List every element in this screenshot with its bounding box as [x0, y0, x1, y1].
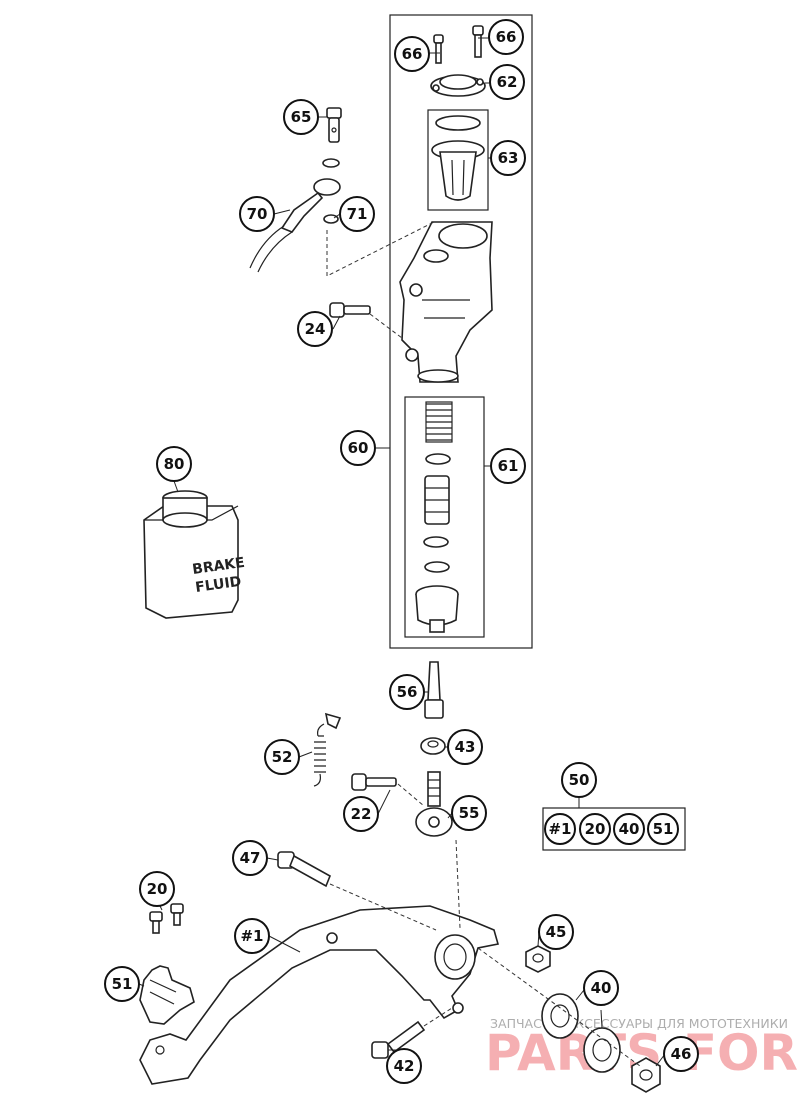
washer-upper: [322, 158, 340, 168]
kit-item-20-label: 20: [585, 820, 606, 838]
reservoir-insert: [431, 115, 485, 201]
piston-seal-1: [425, 453, 451, 465]
kit-item-20: 20: [579, 813, 611, 845]
callout-50: 50: [561, 762, 597, 798]
callout-60-label: 60: [348, 439, 369, 457]
callout-47: 47: [232, 840, 268, 876]
callout-62: 62: [489, 64, 525, 100]
kit-item-pedal-1: #1: [544, 813, 576, 845]
callout-63: 63: [490, 140, 526, 176]
lock-nut-43: [420, 737, 446, 755]
bottle-label-line2: FLUID: [194, 574, 242, 596]
nut-46: [631, 1057, 661, 1093]
callout-24-label: 24: [305, 320, 326, 338]
kit-item-40: 40: [613, 813, 645, 845]
callout-24: 24: [297, 311, 333, 347]
brake-hose: [249, 178, 341, 273]
callout-22: 22: [343, 796, 379, 832]
return-spring: [313, 712, 342, 787]
callout-80-label: 80: [164, 455, 185, 473]
callout-20: 20: [139, 871, 175, 907]
callout-55: 55: [451, 795, 487, 831]
callout-42: 42: [386, 1048, 422, 1084]
callout-45: 45: [538, 914, 574, 950]
callout-71-label: 71: [347, 205, 368, 223]
washer-lower: [323, 214, 339, 224]
brake-pedal: [139, 905, 500, 1085]
callout-50-label: 50: [569, 771, 590, 789]
piston-spring: [425, 401, 453, 443]
kit-item-51: 51: [647, 813, 679, 845]
callout-70: 70: [239, 196, 275, 232]
callout-pedal-1: #1: [234, 918, 270, 954]
bearing-40-a: [541, 993, 579, 1039]
callout-40: 40: [583, 970, 619, 1006]
bolt-42: [371, 1020, 426, 1059]
banjo-bolt: [326, 107, 342, 143]
reservoir-cap: [430, 74, 486, 97]
callout-51-label: 51: [112, 975, 133, 993]
callout-45-label: 45: [546, 923, 567, 941]
master-cylinder-body: [399, 221, 493, 383]
callout-80: 80: [156, 446, 192, 482]
reservoir-frame: [427, 109, 489, 211]
callout-47-label: 47: [240, 849, 261, 867]
piston-kit-frame: [404, 396, 485, 638]
assembly-lines: [326, 221, 641, 1067]
callout-42-label: 42: [394, 1057, 415, 1075]
bottle-label-line1: BRAKE: [191, 555, 245, 578]
brake-step: [139, 965, 195, 1025]
callout-65: 65: [283, 99, 319, 135]
callout-52-label: 52: [272, 748, 293, 766]
clevis-bolt-22: [351, 773, 397, 791]
piston-seal-2: [423, 536, 449, 548]
master-cylinder-group-frame: [389, 14, 533, 649]
kit-item-pedal-1-label: #1: [548, 820, 571, 838]
callout-51: 51: [104, 966, 140, 1002]
callout-46-label: 46: [671, 1045, 692, 1063]
piston-seal-3: [424, 561, 450, 573]
piston-boot: [415, 585, 459, 633]
callout-46: 46: [663, 1036, 699, 1072]
callout-63-label: 63: [498, 149, 519, 167]
callout-22-label: 22: [351, 805, 372, 823]
callout-55-label: 55: [459, 804, 480, 822]
callout-pedal-1-label: #1: [240, 927, 263, 945]
screw-66-right: [472, 25, 484, 58]
callout-61-label: 61: [498, 457, 519, 475]
callout-62-label: 62: [497, 73, 518, 91]
callout-66-left-label: 66: [402, 45, 423, 63]
callout-70-label: 70: [247, 205, 268, 223]
push-rod: [424, 661, 444, 719]
callout-43-label: 43: [455, 738, 476, 756]
callout-43: 43: [447, 729, 483, 765]
step-screws-20: [149, 903, 184, 934]
callout-40-label: 40: [591, 979, 612, 997]
callout-61: 61: [490, 448, 526, 484]
callout-66-right-label: 66: [496, 28, 517, 46]
clevis-55: [415, 771, 453, 837]
piston: [424, 475, 450, 525]
callout-20-label: 20: [147, 880, 168, 898]
callout-65-label: 65: [291, 108, 312, 126]
callout-71: 71: [339, 196, 375, 232]
callout-66-right: 66: [488, 19, 524, 55]
callout-60: 60: [340, 430, 376, 466]
callout-66-left: 66: [394, 36, 430, 72]
callout-52: 52: [264, 739, 300, 775]
callout-56-label: 56: [397, 683, 418, 701]
nut-45: [525, 945, 551, 973]
kit-contents-box: [542, 807, 686, 851]
brake-fluid-bottle: BRAKE FLUID: [143, 490, 246, 619]
mounting-bolt-24: [329, 302, 371, 318]
callout-56: 56: [389, 674, 425, 710]
pivot-bolt-47: [277, 851, 332, 888]
kit-item-51-label: 51: [653, 820, 674, 838]
kit-item-40-label: 40: [619, 820, 640, 838]
screw-66-left: [433, 34, 444, 64]
bearing-40-b: [583, 1027, 621, 1073]
